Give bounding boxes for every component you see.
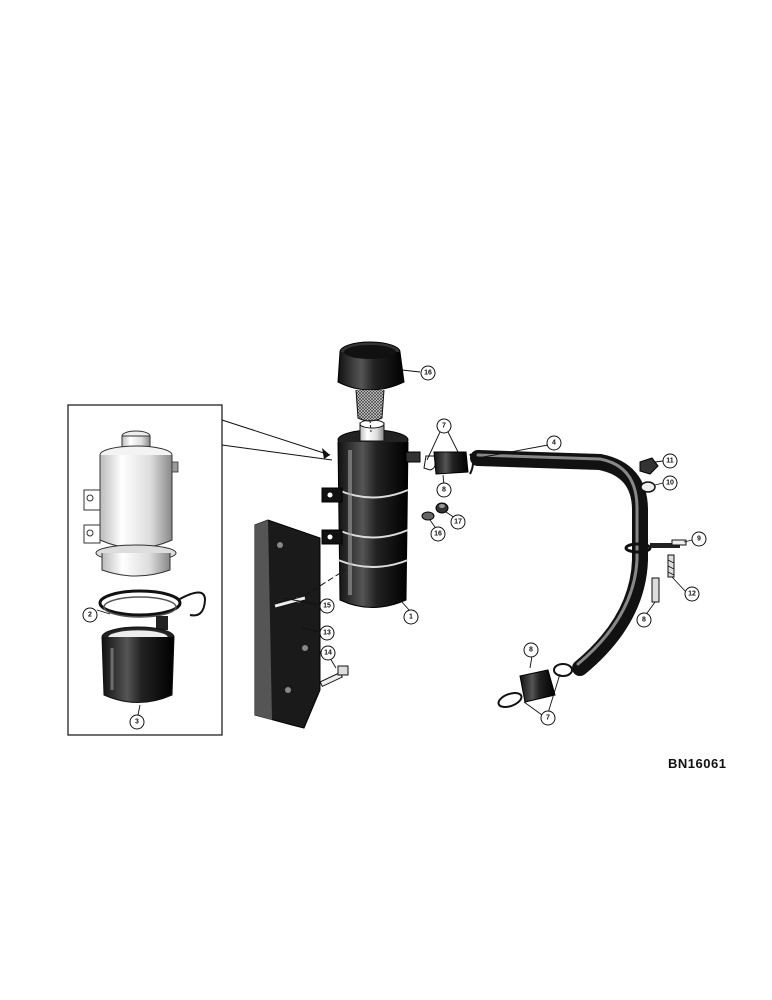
callout-11-label: 11 xyxy=(666,458,674,465)
hose-lower xyxy=(497,663,573,708)
callout-2: 2 xyxy=(82,607,98,623)
callout-15-label: 15 xyxy=(323,603,331,610)
tube-clip xyxy=(624,542,680,554)
washer-10 xyxy=(640,481,656,493)
callouts: 16 1 2 3 4 7 8 16 17 11 10 9 12 8 15 13 … xyxy=(82,365,707,730)
callout-14: 14 xyxy=(320,645,336,661)
hose-upper xyxy=(423,451,474,475)
callout-2-label: 2 xyxy=(88,612,92,619)
inset-cleaner-upper-body xyxy=(83,430,179,577)
callout-3-label: 3 xyxy=(135,719,139,726)
inset-leader-top xyxy=(221,419,331,456)
callout-1: 1 xyxy=(403,609,419,625)
callout-13-label: 13 xyxy=(323,630,331,637)
air-cleaner-body xyxy=(321,419,421,608)
callout-5: 4 xyxy=(546,435,562,451)
callout-14-label: 14 xyxy=(324,650,332,657)
callout-4-label: 16 xyxy=(424,370,432,377)
inset-seal-ring xyxy=(98,589,207,630)
callout-16-label: 16 xyxy=(434,531,442,538)
inset-leader-bottom xyxy=(221,444,333,461)
nut-17 xyxy=(435,502,449,514)
callout-8-bottom-label: 8 xyxy=(529,647,533,654)
callout-12-label: 12 xyxy=(688,591,696,598)
precleaner-cap xyxy=(337,341,405,433)
callout-8-top: 8 xyxy=(436,482,452,498)
callout-1-label: 1 xyxy=(409,614,413,621)
nut-11 xyxy=(639,457,659,475)
callout-13: 13 xyxy=(319,625,335,641)
bolt-12 xyxy=(667,554,675,578)
callout-7-top: 7 xyxy=(436,418,452,434)
bolt-9 xyxy=(671,539,687,546)
washer-16 xyxy=(421,511,435,521)
callout-4: 16 xyxy=(420,365,436,381)
callout-10-label: 10 xyxy=(666,480,674,487)
bolt-15 xyxy=(273,595,307,609)
callout-9: 9 xyxy=(691,531,707,547)
figure-reference-code: BN16061 xyxy=(668,756,727,771)
inset-frame xyxy=(67,404,223,736)
callout-17: 17 xyxy=(450,514,466,530)
callout-3: 3 xyxy=(129,714,145,730)
mounting-bracket xyxy=(254,519,346,729)
callout-16: 16 xyxy=(430,526,446,542)
intake-tube xyxy=(470,450,648,676)
callout-11: 11 xyxy=(662,453,678,469)
callout-5-label: 4 xyxy=(552,440,556,447)
callout-10: 10 xyxy=(662,475,678,491)
callout-8-right: 8 xyxy=(636,612,652,628)
callout-8-top-label: 8 xyxy=(442,487,446,494)
callout-8-right-label: 8 xyxy=(642,617,646,624)
callout-7-bottom-label: 7 xyxy=(546,715,550,722)
callout-8-bottom: 8 xyxy=(523,642,539,658)
callout-7-top-label: 7 xyxy=(442,423,446,430)
callout-17-label: 17 xyxy=(454,519,462,526)
callout-9-label: 9 xyxy=(697,536,701,543)
bolt-14 xyxy=(319,665,349,688)
callout-15: 15 xyxy=(319,598,335,614)
inset-detail-view xyxy=(67,404,333,736)
inset-oil-cup xyxy=(101,626,175,703)
callout-7-bottom: 7 xyxy=(540,710,556,726)
callout-12: 12 xyxy=(684,586,700,602)
bolt-8 xyxy=(651,577,660,603)
